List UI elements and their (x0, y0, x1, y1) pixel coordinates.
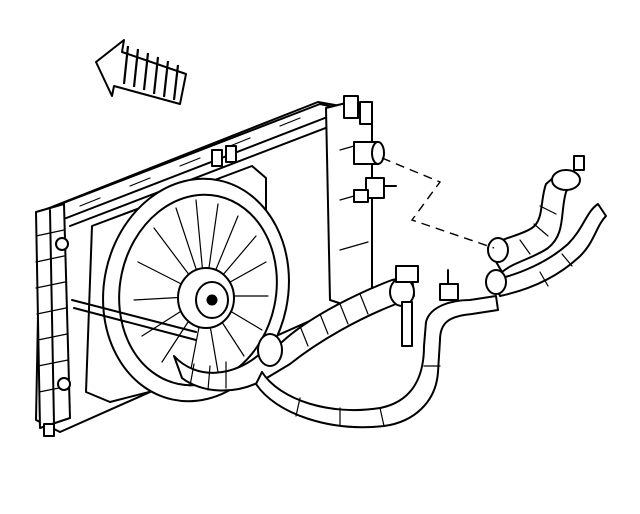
lower-radiator-hose (173, 265, 419, 392)
hose-clamp-icon (257, 265, 419, 367)
fan-hub (177, 267, 235, 329)
arrow-front-icon (95, 39, 187, 105)
radiator-left-tank (35, 203, 71, 437)
arrow-hatch (122, 45, 180, 101)
radiator-top-fins (79, 117, 301, 207)
upper-hose-clamps (485, 155, 585, 295)
dashed-leader-line (381, 157, 495, 249)
radiator-inlet-fitting (353, 141, 397, 203)
upper-radiator-hose (485, 155, 607, 297)
cooling-fan-icon (71, 165, 290, 403)
heater-hose (255, 269, 499, 429)
